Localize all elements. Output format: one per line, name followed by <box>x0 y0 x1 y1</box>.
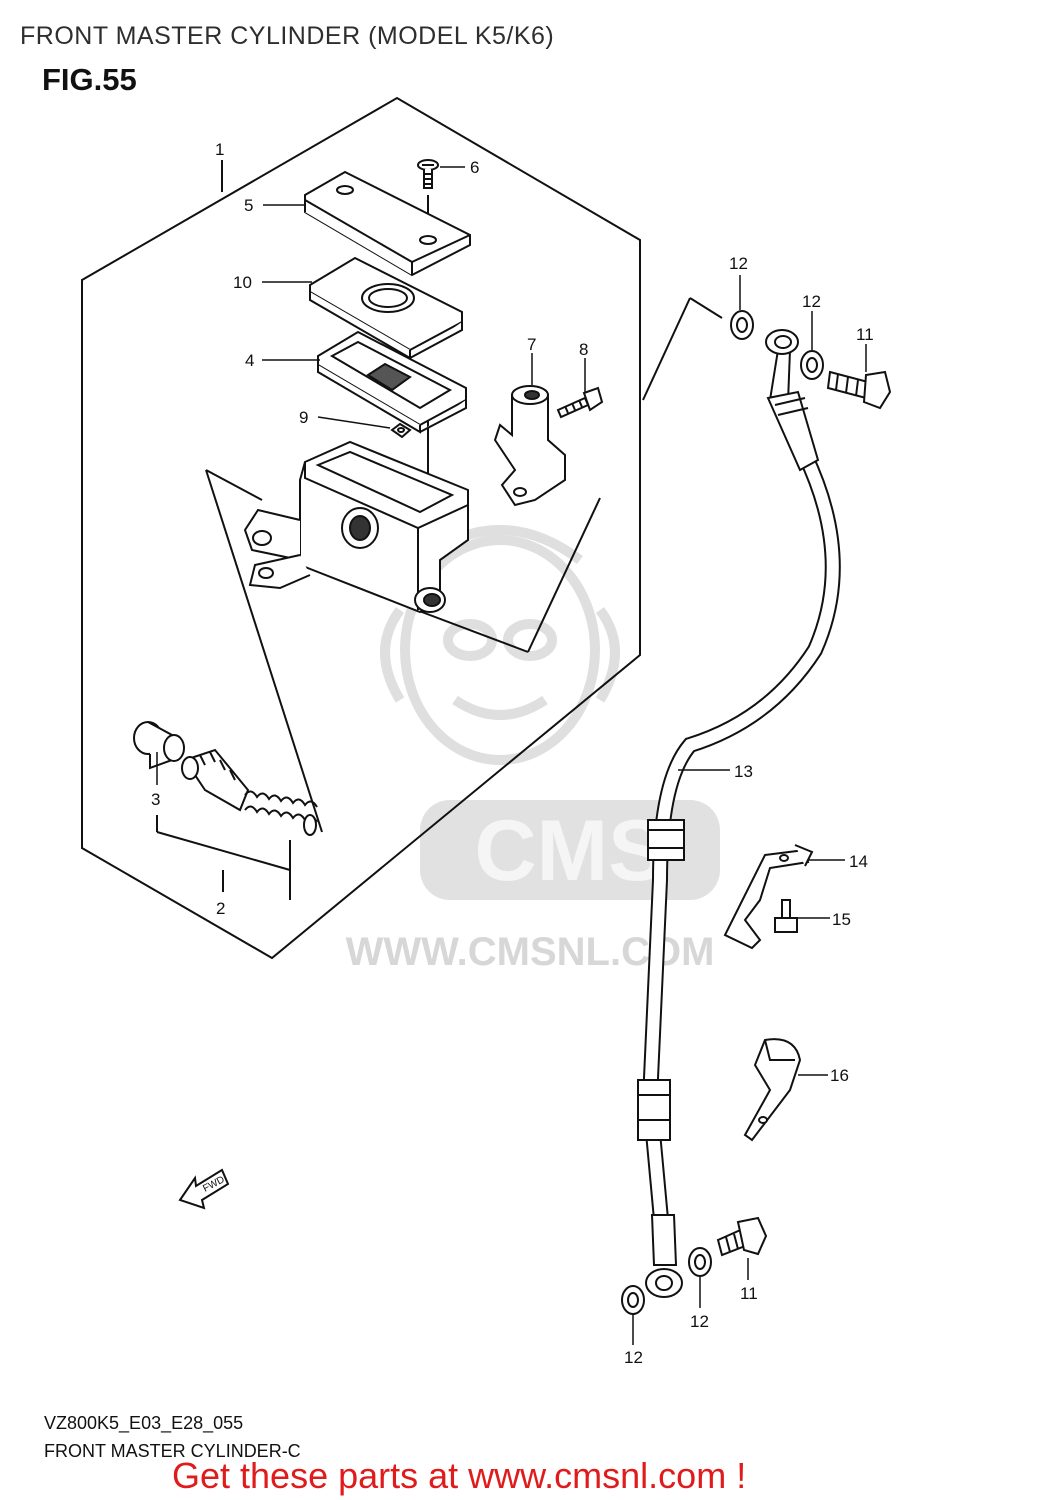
callout-4: 4 <box>245 351 254 370</box>
callout-numbers: 1 2 3 4 5 6 7 8 9 10 11 11 12 12 12 12 1… <box>151 140 874 1367</box>
washer-lower-left-part <box>621 1285 645 1315</box>
piston-spring-part <box>181 748 318 836</box>
callout-11-lower: 11 <box>740 1284 758 1303</box>
figure-number: FIG.55 <box>42 62 137 97</box>
screw-part <box>417 159 439 189</box>
callout-5: 5 <box>244 196 253 215</box>
brake-hose-part <box>637 329 841 1298</box>
callout-11-upper: 11 <box>856 325 874 344</box>
washer-upper-right-part <box>800 350 824 380</box>
watermark-logo-text: CMS <box>474 803 665 899</box>
diagram-name: FRONT MASTER CYLINDER-C <box>44 1441 301 1461</box>
piston-cap-part <box>133 721 185 770</box>
master-cylinder-body-part <box>243 440 469 614</box>
cms-watermark: CMS WWW.CMSNL.COM <box>346 525 720 974</box>
hose-guide-part <box>743 1038 802 1142</box>
bracket-bolt-part <box>774 899 798 933</box>
callout-10: 10 <box>233 273 252 292</box>
diaphragm-plate-part <box>309 256 463 360</box>
callout-8: 8 <box>579 340 588 359</box>
hose-clamp-bracket-part <box>723 844 814 950</box>
callout-16: 16 <box>830 1066 849 1085</box>
callout-3: 3 <box>151 790 160 809</box>
lever-bracket-part <box>493 385 566 507</box>
page-title: FRONT MASTER CYLINDER (MODEL K5/K6) <box>20 22 555 50</box>
washer-lower-right-part <box>688 1247 712 1277</box>
union-bolt-lower-part <box>716 1216 768 1257</box>
callout-14: 14 <box>849 852 868 871</box>
diaphragm-part <box>317 330 467 434</box>
reservoir-cap-part <box>304 170 471 277</box>
promo-link[interactable]: Get these parts at www.cmsnl.com ! <box>172 1455 747 1496</box>
callout-7: 7 <box>527 335 536 354</box>
forward-arrow-icon: FWD <box>178 1168 230 1210</box>
callout-2: 2 <box>216 899 225 918</box>
diagram-code: VZ800K5_E03_E28_055 <box>44 1413 244 1433</box>
callout-12-lower-left: 12 <box>624 1348 643 1367</box>
union-bolt-upper-part <box>826 370 892 410</box>
mascot-watermark-icon <box>380 525 620 765</box>
washer-upper-left-part <box>730 310 754 340</box>
callout-15: 15 <box>832 910 851 929</box>
clamp-bolt-part <box>556 386 604 419</box>
callout-12-lower-right: 12 <box>690 1312 709 1331</box>
callout-leaders <box>156 166 867 1345</box>
callout-13: 13 <box>734 762 753 781</box>
callout-1: 1 <box>215 140 224 159</box>
callout-9: 9 <box>299 408 308 427</box>
small-plate-part <box>390 422 412 439</box>
callout-12-upper-right: 12 <box>802 292 821 311</box>
callout-6: 6 <box>470 158 479 177</box>
callout-12-upper-left: 12 <box>729 254 748 273</box>
